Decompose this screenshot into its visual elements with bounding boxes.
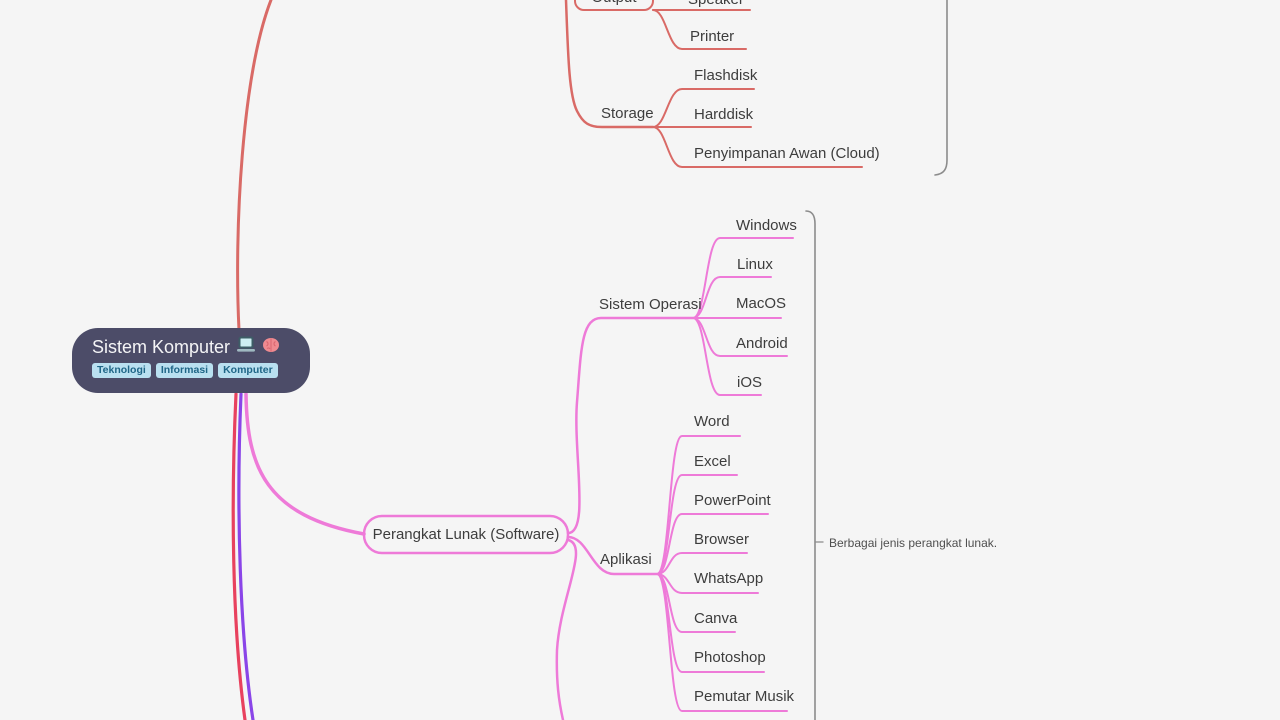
- node-speaker[interactable]: Speaker: [688, 0, 744, 9]
- connector-windows: [692, 237, 794, 319]
- node-penyimpanan-awan[interactable]: Penyimpanan Awan (Cloud): [694, 145, 880, 162]
- connector-software-offscreen: [555, 538, 578, 720]
- connector-root-hardware: [236, 0, 273, 332]
- software-summary-note: Berbagai jenis perangkat lunak.: [829, 536, 998, 550]
- software-branch-lines: [244, 237, 794, 720]
- node-whatsapp[interactable]: WhatsApp: [694, 570, 764, 587]
- node-canva[interactable]: Canva: [694, 610, 738, 627]
- node-sistem-operasi[interactable]: Sistem Operasi: [599, 296, 702, 313]
- connector-pemutar-musik: [656, 573, 788, 712]
- software-summary-bracket: [805, 210, 816, 720]
- tag-informasi: Informasi: [155, 363, 214, 378]
- node-ios[interactable]: iOS: [737, 374, 763, 391]
- connector-root-branch-purple: [237, 392, 255, 720]
- hardware-summary-bracket: [934, 0, 948, 176]
- connector-ios: [692, 317, 762, 396]
- hardware-branch-lines: [236, 0, 863, 332]
- node-browser[interactable]: Browser: [694, 531, 750, 548]
- brain-icon: [262, 336, 280, 358]
- root-node-sistem-komputer[interactable]: Sistem Komputer Teknologi Informasi Komp…: [72, 328, 310, 393]
- tag-teknologi: Teknologi: [92, 363, 151, 378]
- connector-root-software: [244, 392, 366, 536]
- node-android[interactable]: Android: [736, 335, 788, 352]
- node-aplikasi[interactable]: Aplikasi: [600, 551, 652, 568]
- node-excel[interactable]: Excel: [694, 453, 731, 470]
- node-macos[interactable]: MacOS: [736, 295, 787, 312]
- node-harddisk[interactable]: Harddisk: [694, 106, 754, 123]
- root-tags: Teknologi Informasi Komputer: [92, 363, 310, 378]
- connector-printer: [652, 9, 747, 50]
- output-node-box: [574, 0, 654, 11]
- connector-sistem-operasi: [566, 316, 695, 535]
- node-printer[interactable]: Printer: [690, 28, 735, 45]
- connector-excel: [656, 474, 738, 575]
- connector-storage: [564, 0, 655, 129]
- summary-brackets: [805, 0, 948, 720]
- connector-root-branch-crimson: [231, 392, 247, 720]
- node-storage[interactable]: Storage: [601, 105, 654, 122]
- node-flashdisk[interactable]: Flashdisk: [694, 67, 758, 84]
- connector-flashdisk: [652, 88, 755, 128]
- connector-browser: [656, 552, 748, 575]
- connector-linux: [692, 276, 772, 319]
- node-output[interactable]: Output: [575, 0, 653, 7]
- node-powerpoint[interactable]: PowerPoint: [694, 492, 771, 509]
- node-pemutar-musik[interactable]: Pemutar Musik: [694, 688, 795, 705]
- node-windows[interactable]: Windows: [736, 217, 797, 234]
- connector-cloud: [652, 126, 863, 168]
- connector-powerpoint: [656, 513, 769, 575]
- laptop-icon: [236, 336, 256, 358]
- connector-aplikasi: [566, 535, 659, 576]
- node-linux[interactable]: Linux: [737, 256, 773, 273]
- node-word[interactable]: Word: [694, 413, 730, 430]
- tag-komputer: Komputer: [218, 363, 278, 378]
- root-title: Sistem Komputer: [92, 337, 231, 357]
- node-perangkat-lunak[interactable]: Perangkat Lunak (Software): [372, 526, 560, 543]
- software-node-box: [362, 514, 570, 555]
- node-photoshop[interactable]: Photoshop: [694, 649, 766, 666]
